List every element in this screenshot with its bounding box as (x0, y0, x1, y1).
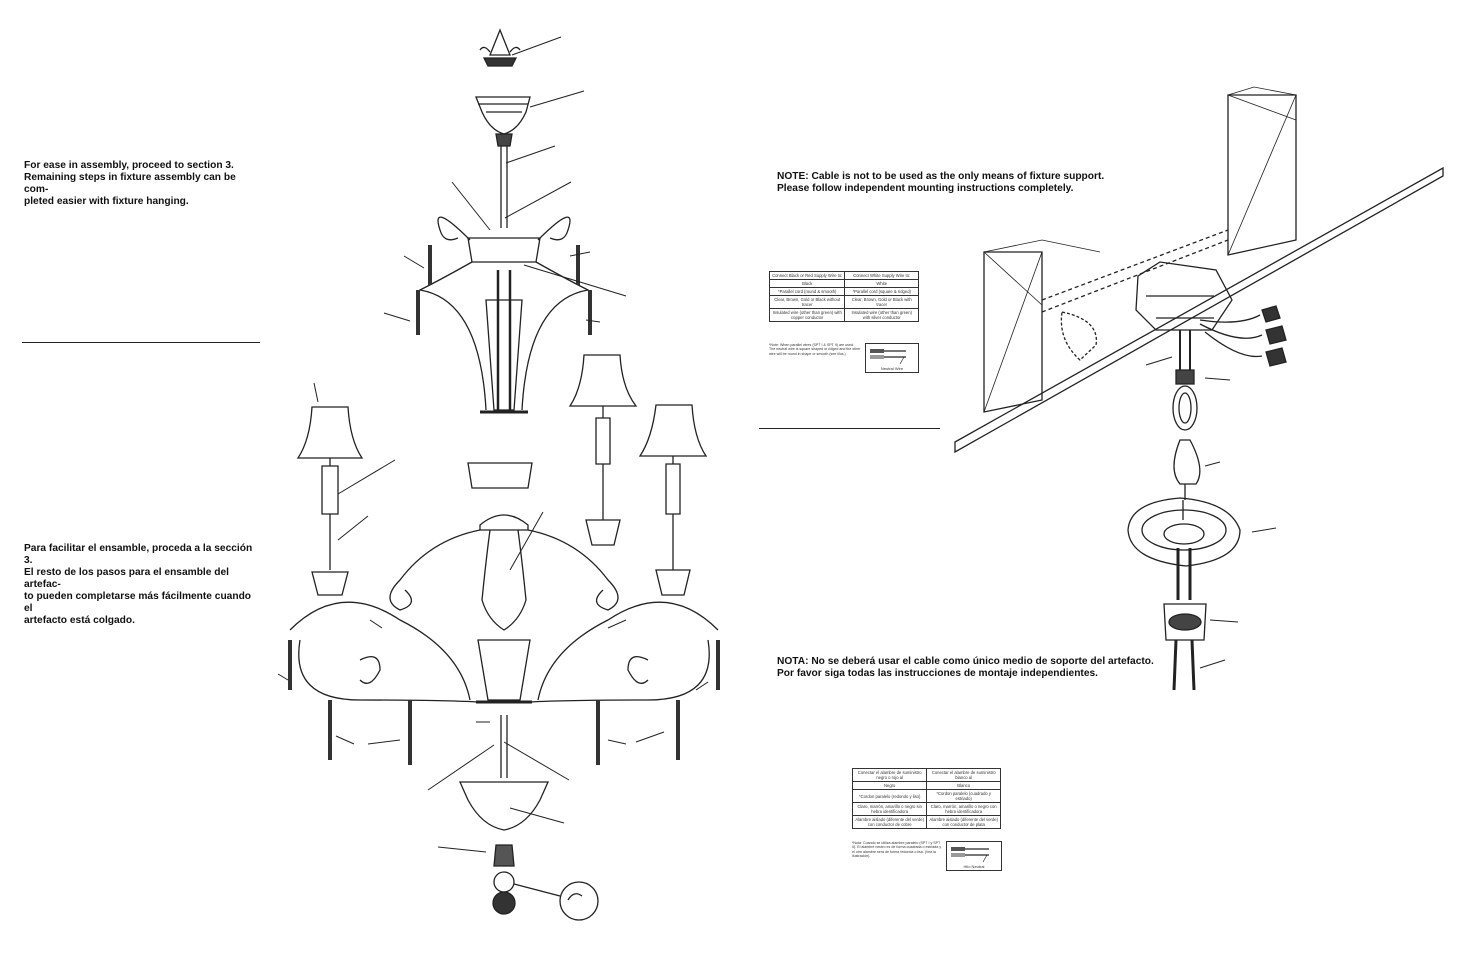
wiring-table-spanish: Conectar el alambre de suministro negro … (851, 768, 1001, 829)
legend-label: Neutral Wire (880, 366, 904, 371)
note-line: For ease in assembly, proceed to section… (24, 160, 234, 171)
table-header: Conectar el alambre de suministro negro … (851, 768, 928, 782)
outlet-box-icon (1135, 261, 1263, 358)
canopy-icon (475, 96, 531, 147)
note-line: Remaining steps in fixture assembly can … (24, 172, 236, 195)
wire-illustration-icon (951, 847, 989, 863)
leader-lines (1145, 356, 1277, 669)
assembly-note-spanish: Para facilitar el ensamble, proceda a la… (24, 543, 262, 627)
section-divider-right (759, 428, 940, 429)
hook-loop-icon (1172, 330, 1201, 485)
neutral-wire-legend: Neutral Wire (865, 343, 919, 373)
wiring-table-english: Connect Black or Red Supply Wire to:Conn… (768, 271, 919, 322)
neutral-wire-legend: Hilo Neutral (946, 841, 1002, 871)
note-line: artefacto está colgado. (24, 615, 135, 626)
note-line: NOTA: No se deberá usar el cable como ún… (777, 656, 1154, 667)
table-cell: Clear, Brown, Gold or Black without trac… (768, 295, 846, 309)
note-line: El resto de los pasos para el ensamble d… (24, 567, 229, 590)
wire-illustration-icon (870, 349, 906, 365)
note-line: pleted easier with fixture hanging. (24, 196, 189, 207)
leader-lines (277, 36, 709, 853)
lamp-shade-icon (296, 406, 364, 596)
table-cell: Clear, Brown, Gold or Black with tracer (844, 295, 919, 309)
top-finial-icon (479, 28, 521, 67)
cable-note-spanish: NOTA: No se deberá usar el cable como ún… (777, 656, 1197, 680)
chain-canopy-icon (1127, 484, 1241, 691)
note-line: Please follow independent mounting instr… (777, 183, 1074, 194)
bottom-finial-icon (458, 715, 599, 921)
section-divider-left (22, 342, 260, 343)
main-arms-icon (288, 514, 720, 765)
dashed-bracket (1060, 311, 1097, 361)
table-cell: Insulated wire (other than green) with s… (844, 308, 919, 322)
lamp-shade-icon (568, 354, 638, 546)
table-cell: Alambre aislado (diferente del verde) co… (926, 815, 1001, 829)
ceiling-plane (954, 166, 1444, 454)
wire-nut-icon (1261, 305, 1287, 367)
upper-arms-icon (416, 216, 592, 414)
table-cell: Alambre aislado (diferente del verde) co… (851, 815, 928, 829)
middle-collar-icon (467, 462, 533, 489)
note-line: Por favor siga todas las instrucciones d… (777, 668, 1098, 679)
lamp-shade-icon (638, 404, 708, 596)
note-line: Para facilitar el ensamble, proceda a la… (24, 543, 253, 566)
legend-label: Hilo Neutral (963, 864, 985, 869)
wiring-footnote-spanish: *Nota: Cuando se utiliza alambre paralel… (852, 841, 942, 859)
note-line: to pueden completarse más fácilmente cua… (24, 591, 252, 614)
note-line: NOTE: Cable is not to be used as the onl… (777, 171, 1105, 182)
wiring-footnote-english: *Note: When parallel wires (SPT I & SPT … (769, 343, 861, 356)
table-cell: Insulated wire (other than green) with c… (768, 308, 846, 322)
ceiling-joist-icon (983, 86, 1297, 413)
assembly-note-english: For ease in assembly, proceed to section… (24, 160, 262, 208)
mounting-bar (1041, 229, 1229, 313)
threaded-rod (500, 146, 508, 228)
table-cell: Claro, marrón, amarillo o negro sin hebr… (851, 802, 928, 816)
cable-note-english: NOTE: Cable is not to be used as the onl… (777, 171, 1197, 195)
